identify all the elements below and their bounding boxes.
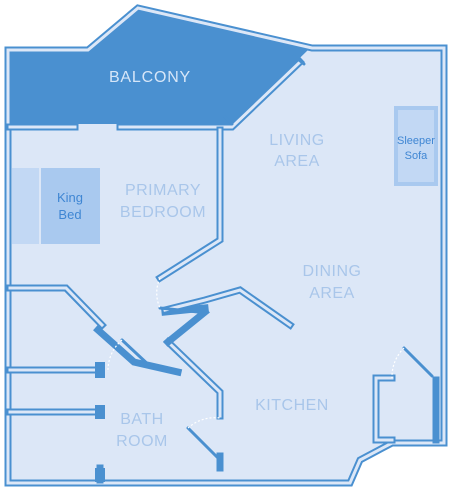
label-bedroom-1: PRIMARY <box>125 182 201 199</box>
entry-door <box>402 346 434 378</box>
closet-door-swing <box>107 339 123 373</box>
bedroom-door <box>158 306 200 314</box>
label-bath-2: ROOM <box>116 433 168 450</box>
balcony-door <box>292 54 306 66</box>
entry-door-swing <box>391 347 405 379</box>
label-dining-2: AREA <box>309 285 355 302</box>
closet-door <box>120 338 154 370</box>
interior-walls <box>6 126 440 484</box>
balcony-door-2 <box>222 114 234 126</box>
balcony-wall <box>6 57 305 131</box>
sofa-label-1: Sleeper <box>397 135 435 147</box>
label-bedroom-2: BEDROOM <box>120 204 206 221</box>
wall-tabs <box>95 362 105 482</box>
exterior-walls <box>4 4 448 487</box>
bed-label-2: Bed <box>58 207 81 222</box>
bath-door <box>186 426 220 460</box>
bath-door-swing <box>187 417 221 429</box>
bedroom-door-swing <box>156 277 161 309</box>
sleeper-sofa: Sleeper Sofa <box>394 106 438 186</box>
label-bath-1: BATH <box>120 411 163 428</box>
label-living-2: AREA <box>274 153 320 170</box>
label-balcony: BALCONY <box>109 69 191 86</box>
sofa-label-2: Sofa <box>405 150 429 162</box>
label-dining-1: DINING <box>303 263 362 280</box>
balcony-area <box>10 10 308 124</box>
bed-label-1: King <box>57 190 83 205</box>
label-kitchen: KITCHEN <box>255 397 329 414</box>
king-bed: King Bed <box>12 168 100 244</box>
label-living-1: LIVING <box>269 132 324 149</box>
doors <box>107 54 434 460</box>
